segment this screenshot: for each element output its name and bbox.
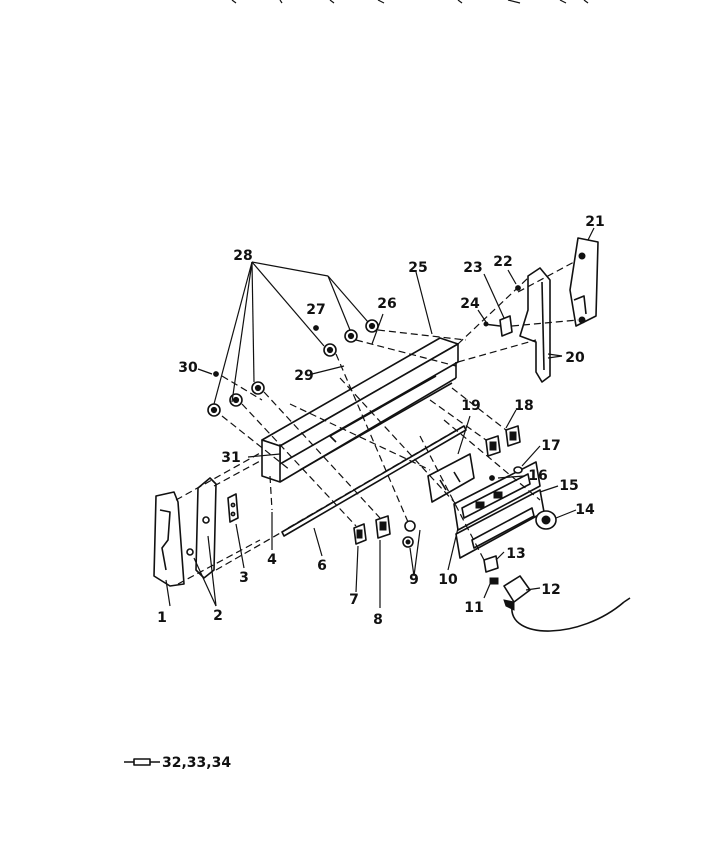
probe-plug: [503, 575, 631, 632]
callout-15: 15: [559, 478, 578, 494]
callout-4: 4: [267, 552, 277, 568]
callout-31: 31: [221, 450, 240, 466]
callout-30: 30: [178, 360, 198, 376]
callout-11: 11: [464, 600, 483, 616]
terminal-switches: [485, 425, 521, 457]
callout-18: 18: [514, 398, 533, 414]
assembly-lines: [175, 261, 579, 585]
clock-timer-module: [453, 461, 541, 531]
left-bracket: [186, 477, 217, 579]
spring-clip: [499, 315, 513, 337]
screw-30: [213, 371, 219, 377]
callout-7: 7: [349, 592, 359, 608]
callout-26: 26: [377, 296, 396, 312]
callout-1: 1: [157, 610, 167, 626]
knob-grommets: [207, 319, 379, 417]
callout-2: 2: [213, 608, 223, 624]
callout-29: 29: [294, 368, 313, 384]
callout-28: 28: [233, 248, 252, 264]
callout-17: 17: [541, 438, 560, 454]
small-bracket: [227, 493, 239, 523]
callout-9: 9: [409, 572, 419, 588]
connector-11: [489, 577, 499, 585]
callout-20: 20: [565, 350, 585, 366]
lamp-holders: [402, 520, 416, 548]
left-end-cap: [153, 491, 185, 587]
callout-labels: 1 2 3 4 6 7 8 9 10 11 12 13 14 15 16 17 …: [157, 214, 605, 771]
connector-13: [483, 555, 499, 573]
footnote-label: 32,33,34: [162, 755, 231, 771]
screw-27: [313, 325, 319, 331]
right-bracket: [519, 267, 551, 383]
right-end-cap: [569, 237, 599, 327]
callout-19: 19: [461, 398, 480, 414]
clipped-header-residue: [231, 0, 589, 4]
callout-23: 23: [463, 260, 482, 276]
switch-7: [353, 523, 367, 545]
callout-10: 10: [438, 572, 458, 588]
switch-8: [375, 515, 391, 539]
control-panel-backguard: [261, 337, 459, 483]
callout-22: 22: [493, 254, 512, 270]
screw-24: [483, 321, 501, 327]
callout-13: 13: [506, 546, 525, 562]
leader-lines: [165, 227, 595, 608]
nut-16: [489, 475, 495, 481]
callout-8: 8: [373, 612, 383, 628]
timer-knob: [535, 510, 557, 530]
callout-24: 24: [460, 296, 480, 312]
overlay-panel: [427, 453, 475, 503]
callout-14: 14: [575, 502, 595, 518]
callout-6: 6: [317, 558, 327, 574]
screw-17: [513, 466, 523, 474]
callout-3: 3: [239, 570, 249, 586]
callout-16: 16: [528, 468, 547, 484]
callout-27: 27: [306, 302, 325, 318]
callout-21: 21: [585, 214, 604, 230]
footnote-symbol: [124, 758, 160, 766]
callout-25: 25: [408, 260, 427, 276]
callout-12: 12: [541, 582, 560, 598]
